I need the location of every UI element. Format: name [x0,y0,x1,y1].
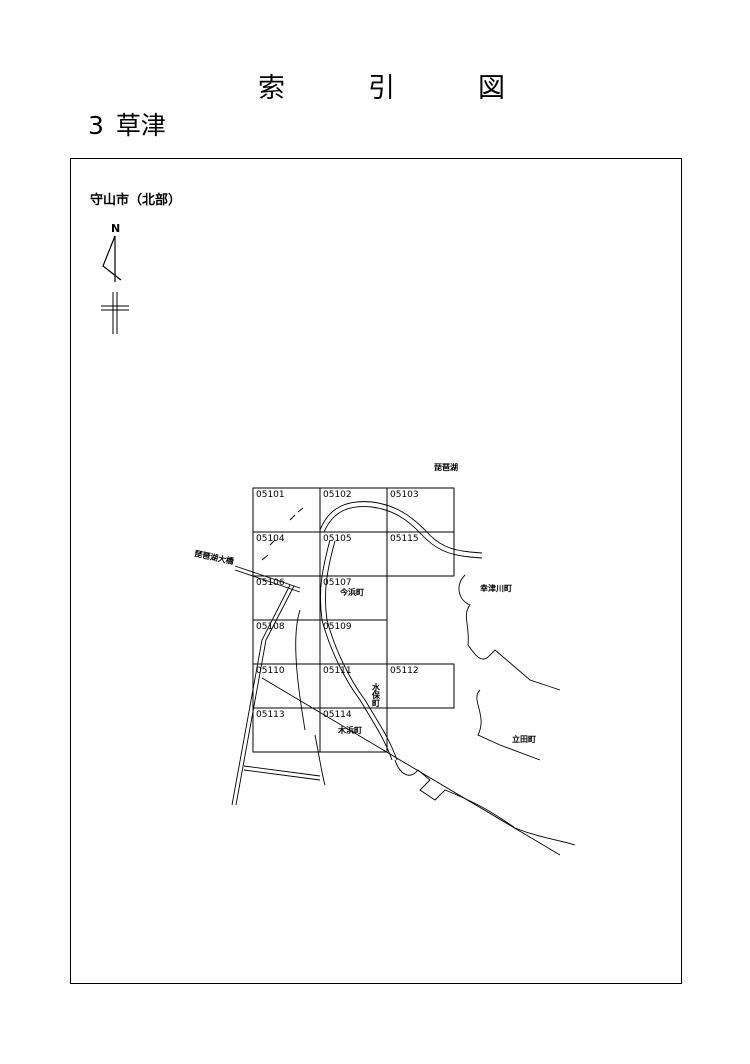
grid-cell-label: 05115 [390,534,419,544]
map-frame [70,158,682,984]
section-number: 3 [88,111,104,140]
grid-cell-label: 05107 [323,578,352,588]
grid-cell-label: 05104 [256,534,285,544]
grid-cell[interactable] [319,707,388,753]
index-map-title: 索 引 図 [0,66,750,106]
place-labels: 琵琶湖 琵琶湖大橋 今浜町 幸津川町 水保町 立田町 木浜町 [194,462,536,744]
north-label: N [111,222,121,235]
grid-cell-label: 05108 [256,622,285,632]
region-label: 守山市（北部） [90,193,182,208]
grid-cell-label: 05102 [323,490,352,500]
grid-cell-label: 05111 [323,666,352,676]
grid-cell-label: 05110 [256,666,285,676]
grid-cell-label: 05113 [256,710,285,720]
place-label-bridge: 琵琶湖大橋 [194,548,236,566]
place-label-tachida: 立田町 [512,734,536,744]
place-label-biwako: 琵琶湖 [434,462,458,472]
grid-labels: 05101 05102 05103 05104 05105 05115 0510… [256,490,419,720]
grid-cell-label: 05106 [256,578,285,588]
place-label-imahama: 今浜町 [339,587,364,597]
grid-cell-label: 05114 [323,710,352,720]
grid-cell-label: 05105 [323,534,352,544]
grid-cell[interactable] [386,531,455,577]
place-label-mizuho: 水保町 [371,682,381,708]
title-char-1: 索 [258,73,285,104]
north-arrow-icon [101,235,129,334]
place-label-kihama: 木浜町 [337,725,362,735]
title-char-2: 引 [368,73,395,104]
grid-cell[interactable] [386,663,455,709]
grid-cell-label: 05112 [390,666,419,676]
section-heading: 3 草津 [88,106,166,142]
grid-cell-label: 05103 [390,490,419,500]
section-name: 草津 [115,111,166,140]
map-background-lines [231,501,576,856]
grid-cell-label: 05109 [323,622,352,632]
grid-cell-label: 05101 [256,490,285,500]
place-label-sachizugawa: 幸津川町 [480,583,512,593]
title-char-3: 図 [478,73,505,104]
index-grid [252,487,455,753]
